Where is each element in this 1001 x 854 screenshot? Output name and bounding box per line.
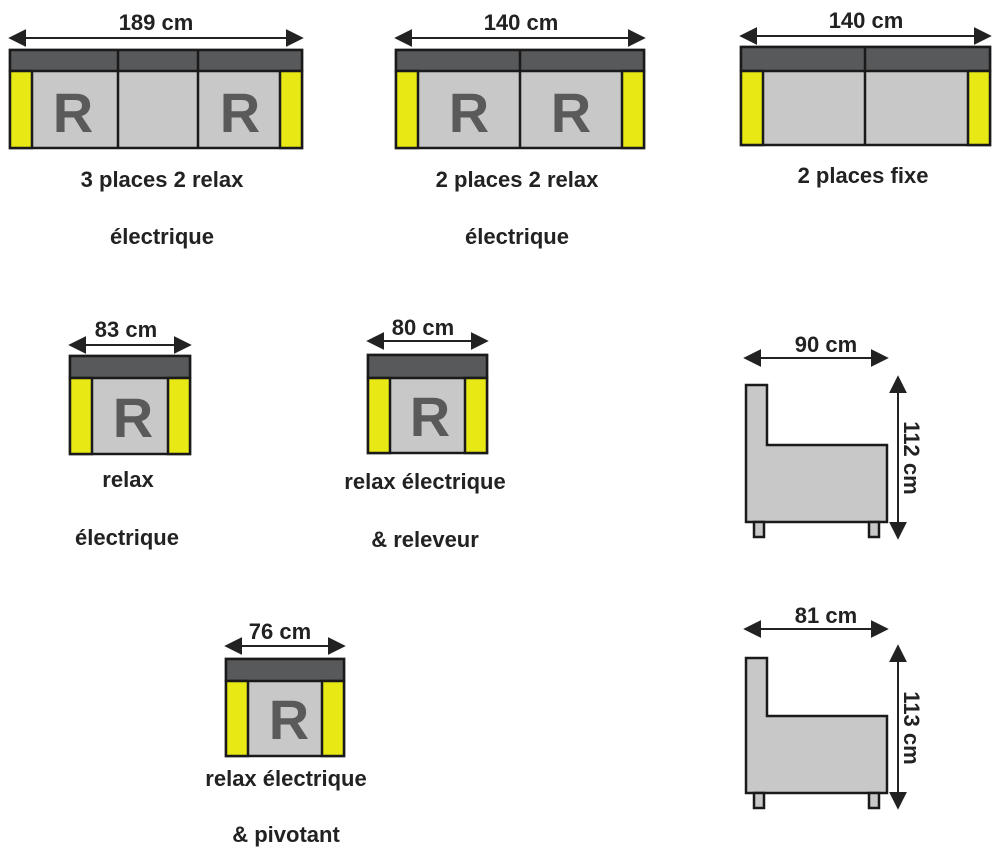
- armrest-right: [966, 69, 992, 147]
- caption-line-2: & releveur: [371, 527, 479, 552]
- depth-label: 90 cm: [795, 332, 857, 357]
- armrest-right: [320, 679, 346, 758]
- sofa-2-places-2-relax: 140 cm R R 2 places 2 relax électrique: [394, 10, 646, 249]
- armrest-left: [8, 69, 34, 150]
- sofa-3-places-2-relax: 189 cm R R 3 places 2 relax électrique: [8, 10, 304, 249]
- leg: [752, 791, 766, 810]
- armrest-right: [166, 376, 192, 456]
- armrest-left: [224, 679, 250, 758]
- caption-line-2: & pivotant: [232, 822, 340, 847]
- side-view-2: 81 cm 113 cm: [743, 603, 924, 810]
- armrest-left: [366, 376, 392, 455]
- armrest-left: [68, 376, 94, 456]
- armrest-right: [620, 69, 646, 150]
- caption-line-1: 2 places 2 relax: [436, 167, 599, 192]
- sofa-2-places-fixe: 140 cm 2 places fixe: [739, 8, 992, 188]
- side-view-1: 90 cm 112 cm: [743, 332, 924, 540]
- caption-line-1: relax: [102, 467, 154, 492]
- armrest-right: [278, 69, 304, 150]
- relax-mark: R: [269, 688, 309, 751]
- width-label: 83 cm: [95, 317, 157, 342]
- chair-relax-releveur: 80 cm R relax électrique & releveur: [344, 315, 505, 552]
- chair-side-profile: [744, 656, 889, 795]
- relax-mark: R: [449, 81, 489, 144]
- caption-line-1: 3 places 2 relax: [81, 167, 244, 192]
- leg: [867, 520, 881, 539]
- relax-mark: R: [410, 385, 450, 448]
- width-label: 76 cm: [249, 619, 311, 644]
- caption-line-2: électrique: [465, 224, 569, 249]
- chair-relax-pivotant: 76 cm R relax électrique & pivotant: [205, 619, 366, 847]
- relax-mark: R: [113, 386, 153, 449]
- height-label: 113 cm: [899, 691, 924, 764]
- width-label: 140 cm: [829, 8, 904, 33]
- width-label: 189 cm: [119, 10, 194, 35]
- caption-line-2: électrique: [75, 525, 179, 550]
- leg: [752, 520, 766, 539]
- relax-mark: R: [220, 81, 260, 144]
- chair-side-profile: [744, 383, 889, 524]
- leg: [867, 791, 881, 810]
- caption-line-2: électrique: [110, 224, 214, 249]
- caption-line-1: relax électrique: [344, 469, 505, 494]
- armrest-left: [394, 69, 420, 150]
- relax-mark: R: [53, 81, 93, 144]
- width-label: 140 cm: [484, 10, 559, 35]
- depth-label: 81 cm: [795, 603, 857, 628]
- armrest-left: [739, 69, 765, 147]
- height-label: 112 cm: [899, 421, 924, 494]
- chair-relax-electrique: 83 cm R relax électrique: [68, 317, 192, 550]
- relax-mark: R: [551, 81, 591, 144]
- caption-line-1: 2 places fixe: [798, 163, 929, 188]
- width-label: 80 cm: [392, 315, 454, 340]
- armrest-right: [463, 376, 489, 455]
- caption-line-1: relax électrique: [205, 766, 366, 791]
